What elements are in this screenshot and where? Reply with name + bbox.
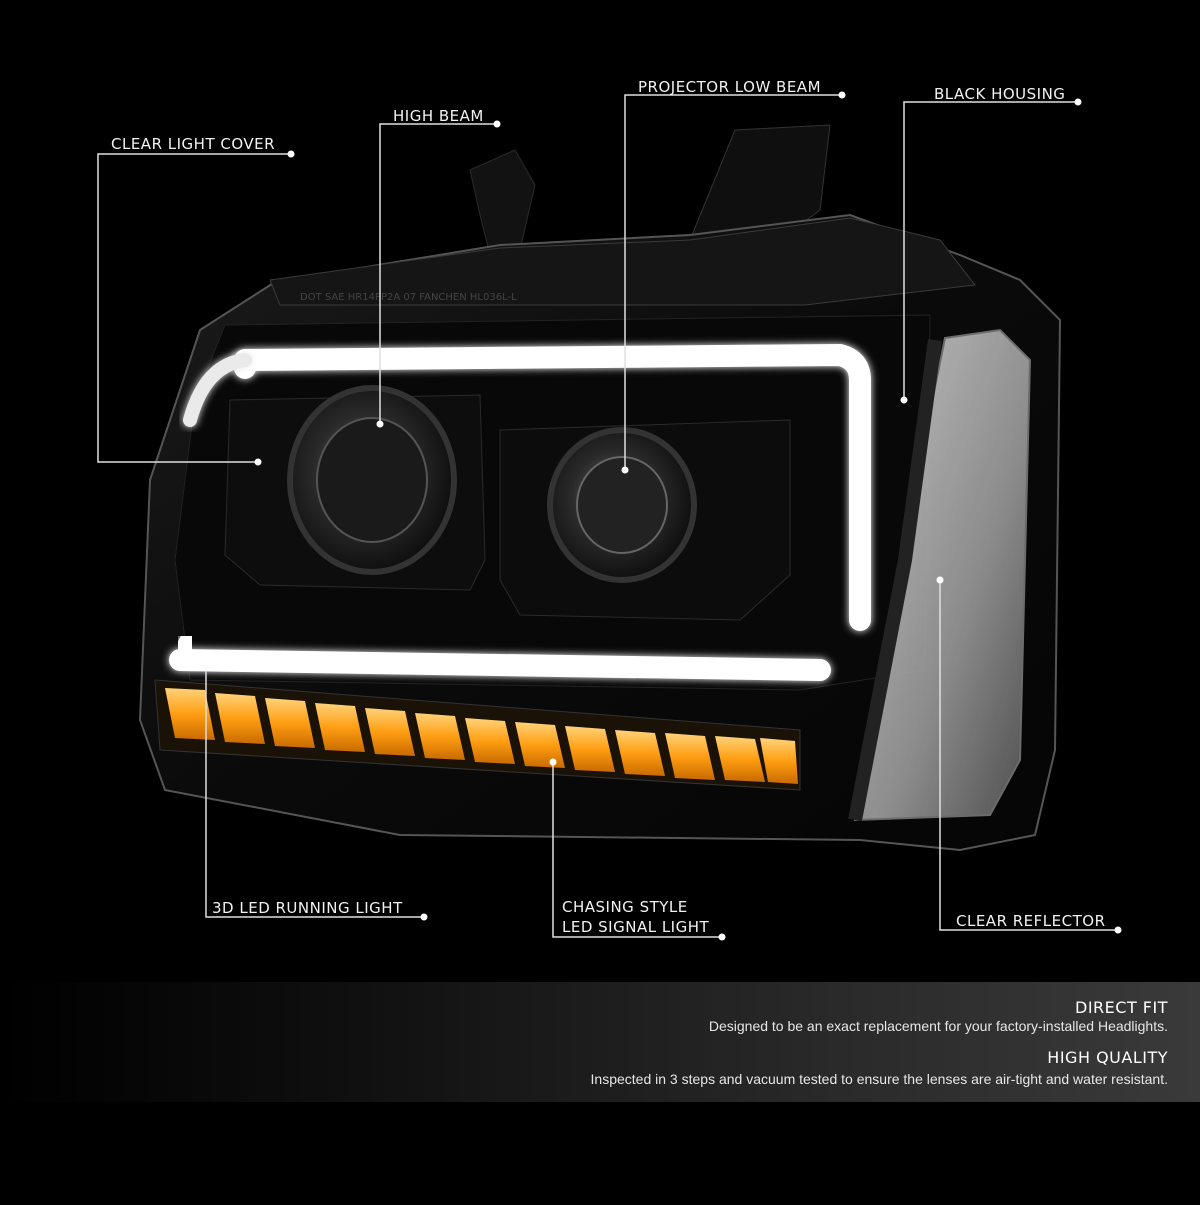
feature-heading-high-quality: HIGH QUALITY <box>1047 1048 1168 1067</box>
signal-chevrons <box>165 688 798 784</box>
label-black-housing: BLACK HOUSING <box>934 85 1066 103</box>
callout-dots <box>202 91 1122 941</box>
label-clear-reflector: CLEAR REFLECTOR <box>956 912 1106 930</box>
label-projector-low-beam: PROJECTOR LOW BEAM <box>638 78 822 96</box>
feature-desc-direct-fit: Designed to be an exact replacement for … <box>708 1018 1168 1034</box>
top-cap <box>269 217 976 306</box>
label-clear-light-cover: CLEAR LIGHT COVER <box>111 135 276 153</box>
feature-banner: DIRECT FIT Designed to be an exact repla… <box>0 982 1200 1102</box>
feature-desc-high-quality: Inspected in 3 steps and vacuum tested t… <box>590 1071 1168 1087</box>
housing-markings: DOT SAE HR14PP2A 07 FANCHEN HL036L-L <box>300 292 517 303</box>
label-chasing-signal-line2: LED SIGNAL LIGHT <box>562 918 710 936</box>
label-chasing-signal-line1: CHASING STYLE <box>562 898 688 916</box>
label-chasing-signal: CHASING STYLE LED SIGNAL LIGHT <box>562 897 709 937</box>
label-3d-led-running-light: 3D LED RUNNING LIGHT <box>212 899 403 917</box>
mounting-bracket-left <box>469 149 536 256</box>
feature-heading-direct-fit: DIRECT FIT <box>1075 998 1168 1017</box>
label-high-beam: HIGH BEAM <box>393 107 484 125</box>
callout-lines <box>97 94 1118 938</box>
